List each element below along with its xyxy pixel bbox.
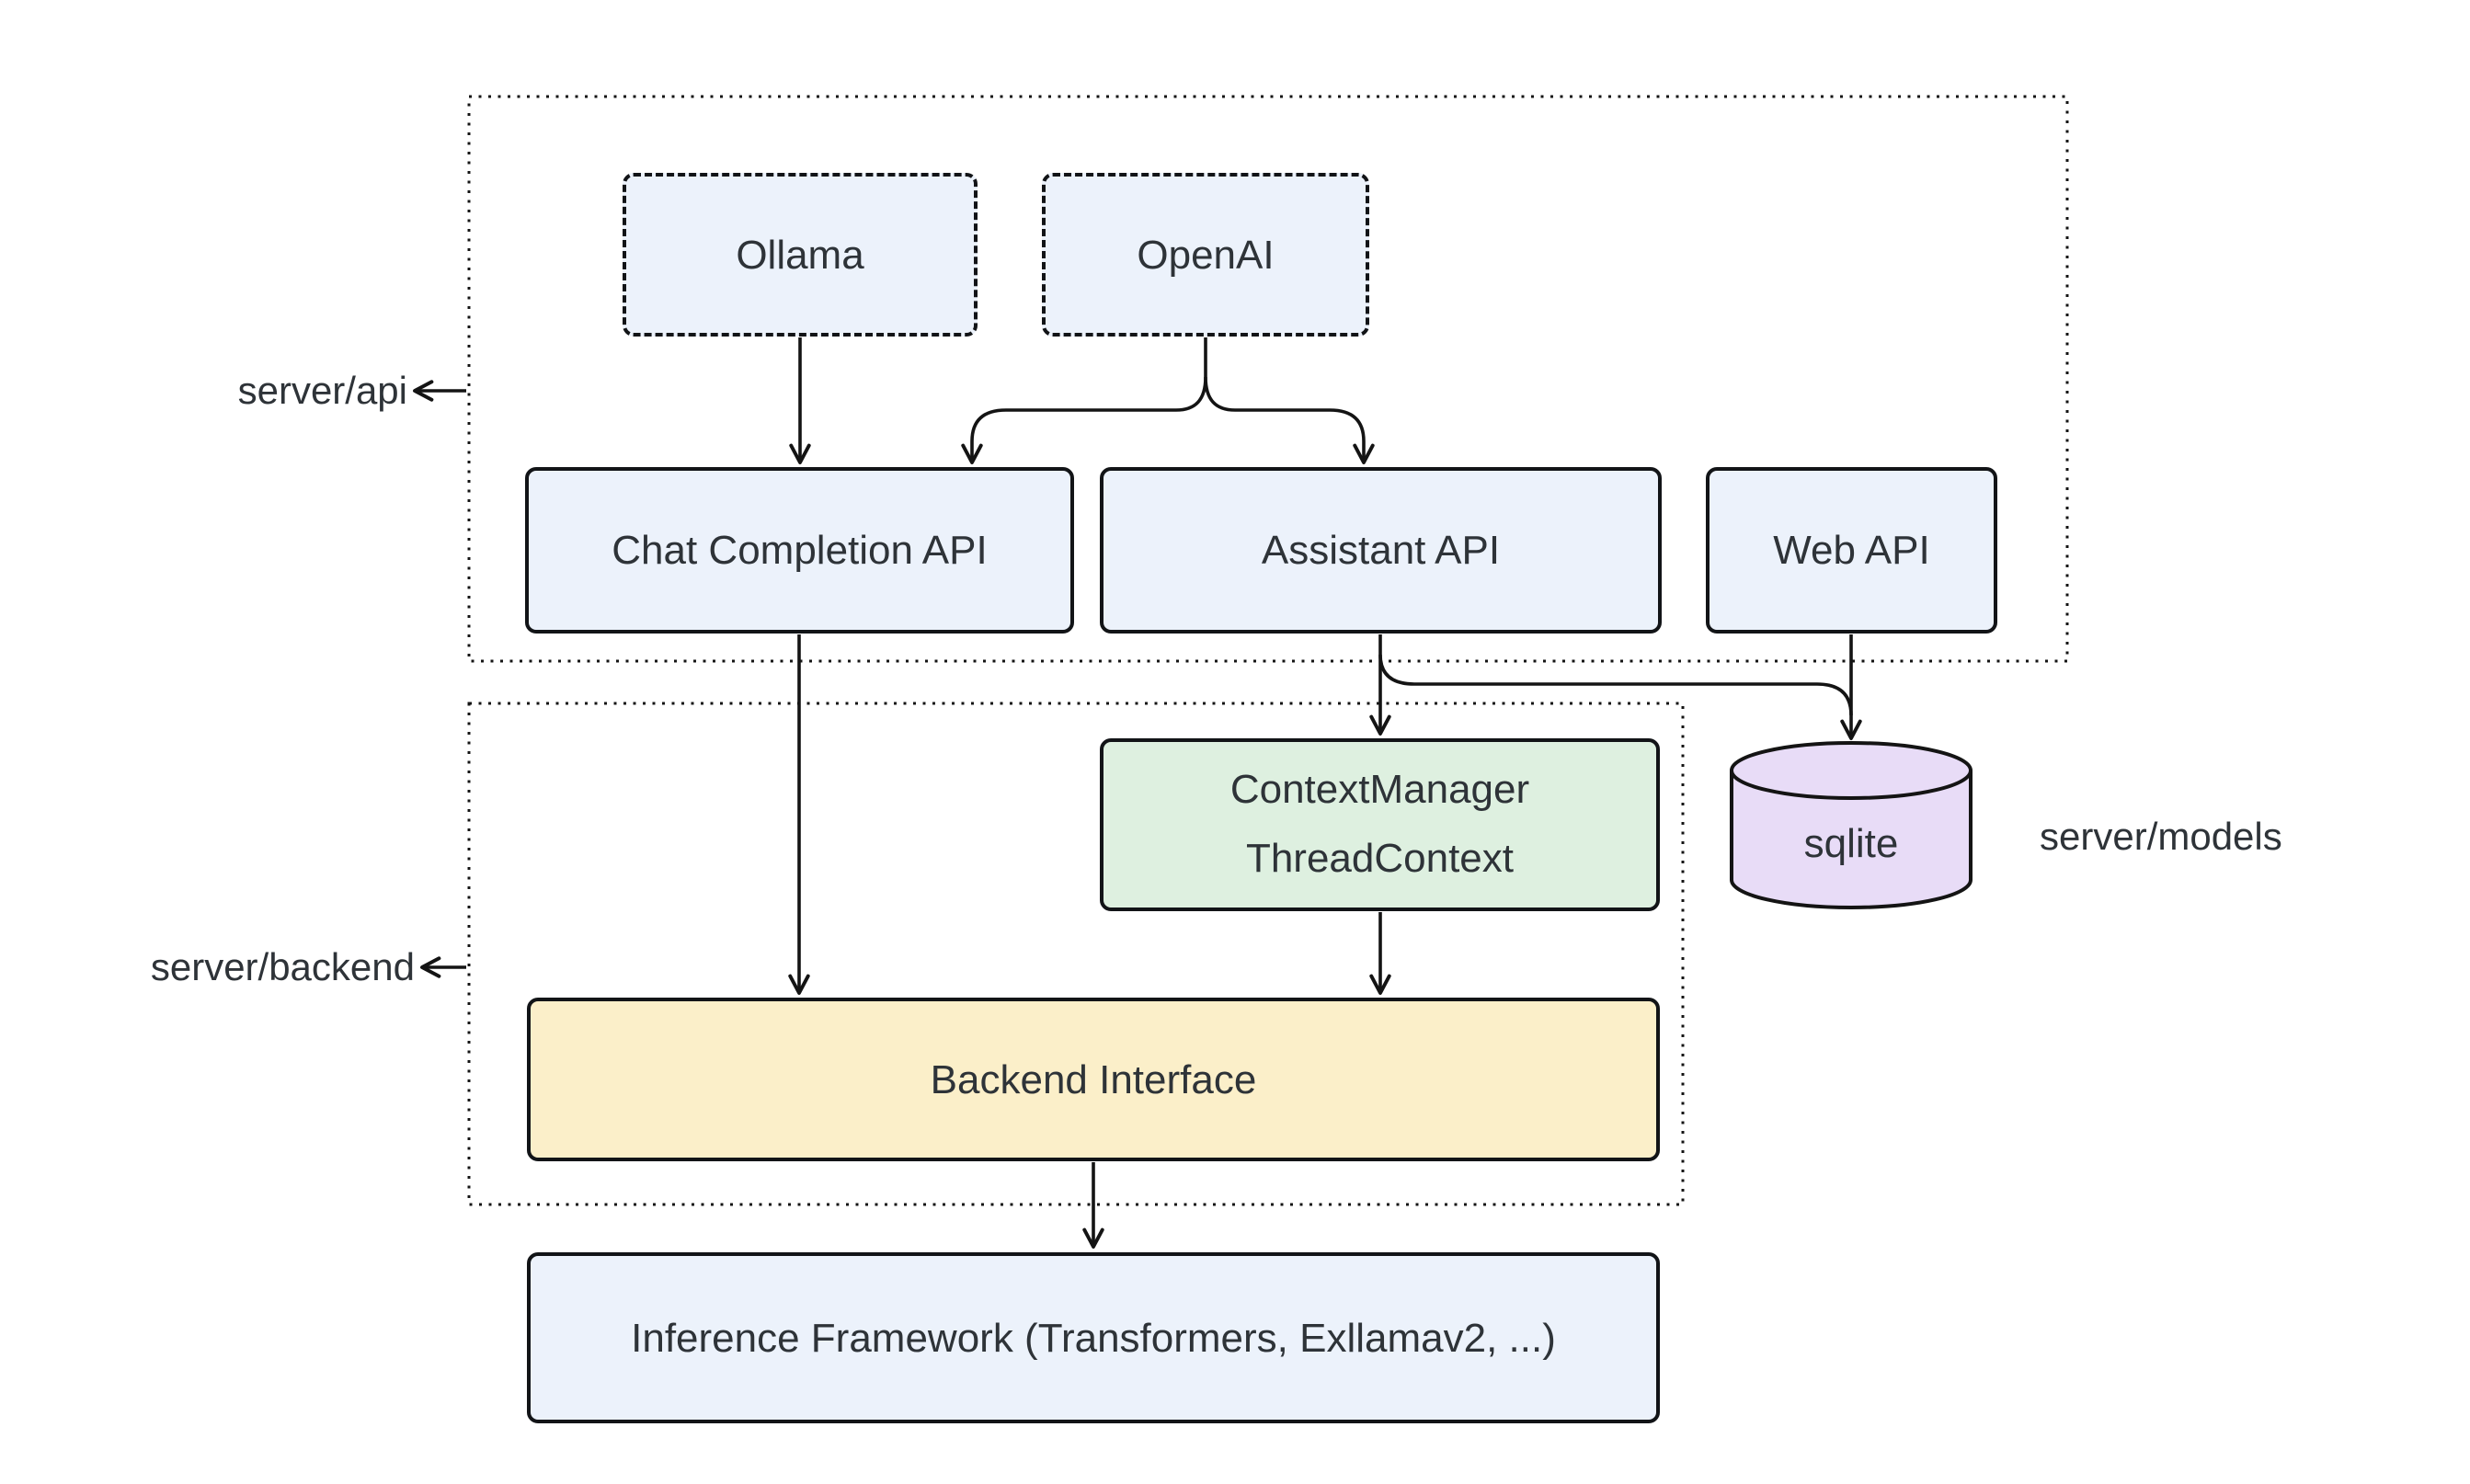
- node-web-api-label: Web API: [1773, 528, 1930, 573]
- node-ollama: Ollama: [623, 173, 978, 337]
- node-openai: OpenAI: [1042, 173, 1369, 337]
- edge-openai-to-assistant: [1204, 376, 1375, 464]
- node-chat-completion-api: Chat Completion API: [525, 467, 1074, 634]
- node-assistant-api-label: Assistant API: [1261, 528, 1501, 573]
- node-inference-framework: Inference Framework (Transformers, Exlla…: [527, 1252, 1660, 1423]
- server-backend-label: server/backend: [150, 945, 415, 988]
- server-api-label: server/api: [237, 369, 407, 412]
- node-context-manager-line2: ThreadContext: [1245, 836, 1515, 881]
- node-backend-interface-label: Backend Interface: [930, 1056, 1257, 1102]
- container-server-backend: [467, 702, 1685, 1206]
- node-chat-completion-api-label: Chat Completion API: [612, 528, 988, 573]
- sqlite-label: sqlite: [1803, 821, 1899, 866]
- node-ollama-label: Ollama: [736, 232, 864, 278]
- edge-assistant-to-sqlite: [1378, 654, 1853, 716]
- edge-openai-to-chat: [961, 376, 1207, 464]
- node-web-api: Web API: [1706, 467, 1997, 634]
- node-backend-interface: Backend Interface: [527, 998, 1660, 1161]
- node-context-manager-line1: ContextManager: [1229, 767, 1530, 813]
- sqlite-cylinder: [1730, 741, 1973, 909]
- node-context-manager: ContextManager ThreadContext: [1100, 738, 1660, 911]
- server-models-label: server/models: [2040, 815, 2282, 858]
- node-inference-framework-label: Inference Framework (Transformers, Exlla…: [631, 1315, 1556, 1361]
- node-assistant-api: Assistant API: [1100, 467, 1662, 634]
- node-openai-label: OpenAI: [1137, 232, 1275, 278]
